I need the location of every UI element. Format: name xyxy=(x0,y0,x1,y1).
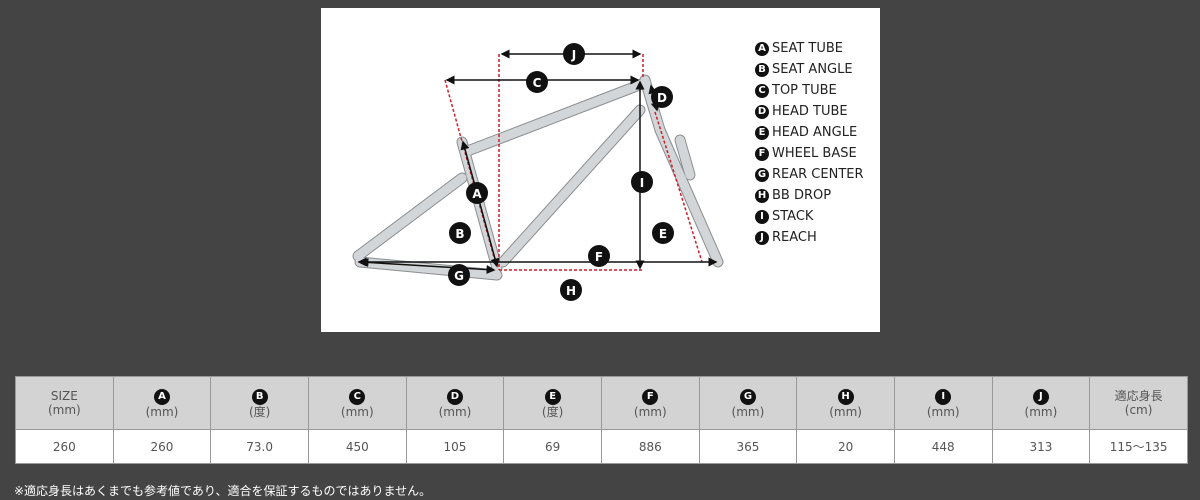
letter-badge-icon: E xyxy=(544,388,561,405)
header-cell: D(mm) xyxy=(405,376,505,430)
letter-badge-icon: B xyxy=(755,62,769,77)
header-cell: A(mm) xyxy=(112,376,212,430)
svg-text:J: J xyxy=(571,48,576,62)
value-cell: 365 xyxy=(698,429,798,464)
legend-label: HEAD ANGLE xyxy=(772,125,858,140)
value-cell: 448 xyxy=(893,429,993,464)
header-cell: I(mm) xyxy=(893,376,993,430)
letter-badge-icon: H xyxy=(755,188,769,203)
legend-label: BB DROP xyxy=(772,188,832,203)
svg-text:I: I xyxy=(640,176,644,190)
svg-text:H: H xyxy=(566,284,576,298)
diagram-labels: J C D I A B E F G H xyxy=(448,43,674,301)
svg-text:A: A xyxy=(472,187,482,201)
svg-text:F: F xyxy=(595,250,603,264)
letter-badge-icon: F xyxy=(642,388,659,405)
value-cell: 69 xyxy=(503,429,602,464)
letter-badge-icon: D xyxy=(446,388,463,405)
svg-text:B: B xyxy=(455,227,464,241)
value-cell: 260 xyxy=(15,429,114,464)
value-cell: 886 xyxy=(600,429,700,464)
legend-label: SEAT TUBE xyxy=(772,41,844,56)
letter-badge-icon: D xyxy=(755,104,769,119)
svg-text:E: E xyxy=(659,227,667,241)
legend-label: WHEEL BASE xyxy=(772,146,857,161)
letter-badge-icon: E xyxy=(755,125,769,140)
letter-badge-icon: G xyxy=(755,167,769,182)
value-cell: 450 xyxy=(307,429,407,464)
letter-badge-icon: C xyxy=(755,83,769,98)
letter-badge-icon: J xyxy=(1032,388,1049,405)
letter-badge-icon: J xyxy=(755,230,769,245)
value-cell: 20 xyxy=(796,429,895,464)
value-cell: 115～135 xyxy=(1089,429,1188,464)
svg-text:D: D xyxy=(657,91,667,105)
header-cell: F(mm) xyxy=(600,376,700,430)
letter-badge-icon: I xyxy=(755,209,769,224)
value-cell: 73.0 xyxy=(210,429,309,464)
letter-badge-icon: G xyxy=(739,388,756,405)
header-cell: E(度) xyxy=(503,376,602,430)
header-cell: H(mm) xyxy=(796,376,895,430)
svg-text:C: C xyxy=(533,76,542,90)
value-cell: 105 xyxy=(405,429,505,464)
bike-frame-drawing: J C D I A B E F G H xyxy=(352,43,724,301)
frame xyxy=(352,74,724,281)
letter-badge-icon: A xyxy=(755,41,769,56)
letter-badge-icon: F xyxy=(755,146,769,161)
value-cell: 313 xyxy=(991,429,1091,464)
legend-label: TOP TUBE xyxy=(772,83,837,98)
header-cell: J(mm) xyxy=(991,376,1091,430)
letter-badge-icon: H xyxy=(837,388,854,405)
header-cell: G(mm) xyxy=(698,376,798,430)
letter-badge-icon: C xyxy=(349,388,366,405)
geometry-table: SIZE(mm) A(mm)B(度)C(mm)D(mm)E(度)F(mm)G(m… xyxy=(15,376,1188,464)
legend-label: STACK xyxy=(772,209,814,224)
header-cell: C(mm) xyxy=(307,376,407,430)
legend-label: REAR CENTER xyxy=(772,167,864,182)
legend-label: SEAT ANGLE xyxy=(772,62,853,77)
header-cell: B(度) xyxy=(210,376,309,430)
legend-label: HEAD TUBE xyxy=(772,104,848,119)
value-cell: 260 xyxy=(112,429,212,464)
legend-label: REACH xyxy=(772,230,817,245)
letter-badge-icon: A xyxy=(153,388,170,405)
letter-badge-icon: B xyxy=(251,388,268,405)
footnote: ※適応身長はあくまでも参考値であり、適合を保証するものではありません。 xyxy=(14,484,432,498)
header-size: SIZE(mm) xyxy=(15,376,114,430)
header-height: 適応身長(cm) xyxy=(1089,376,1188,430)
svg-text:G: G xyxy=(454,269,464,283)
letter-badge-icon: I xyxy=(935,388,952,405)
